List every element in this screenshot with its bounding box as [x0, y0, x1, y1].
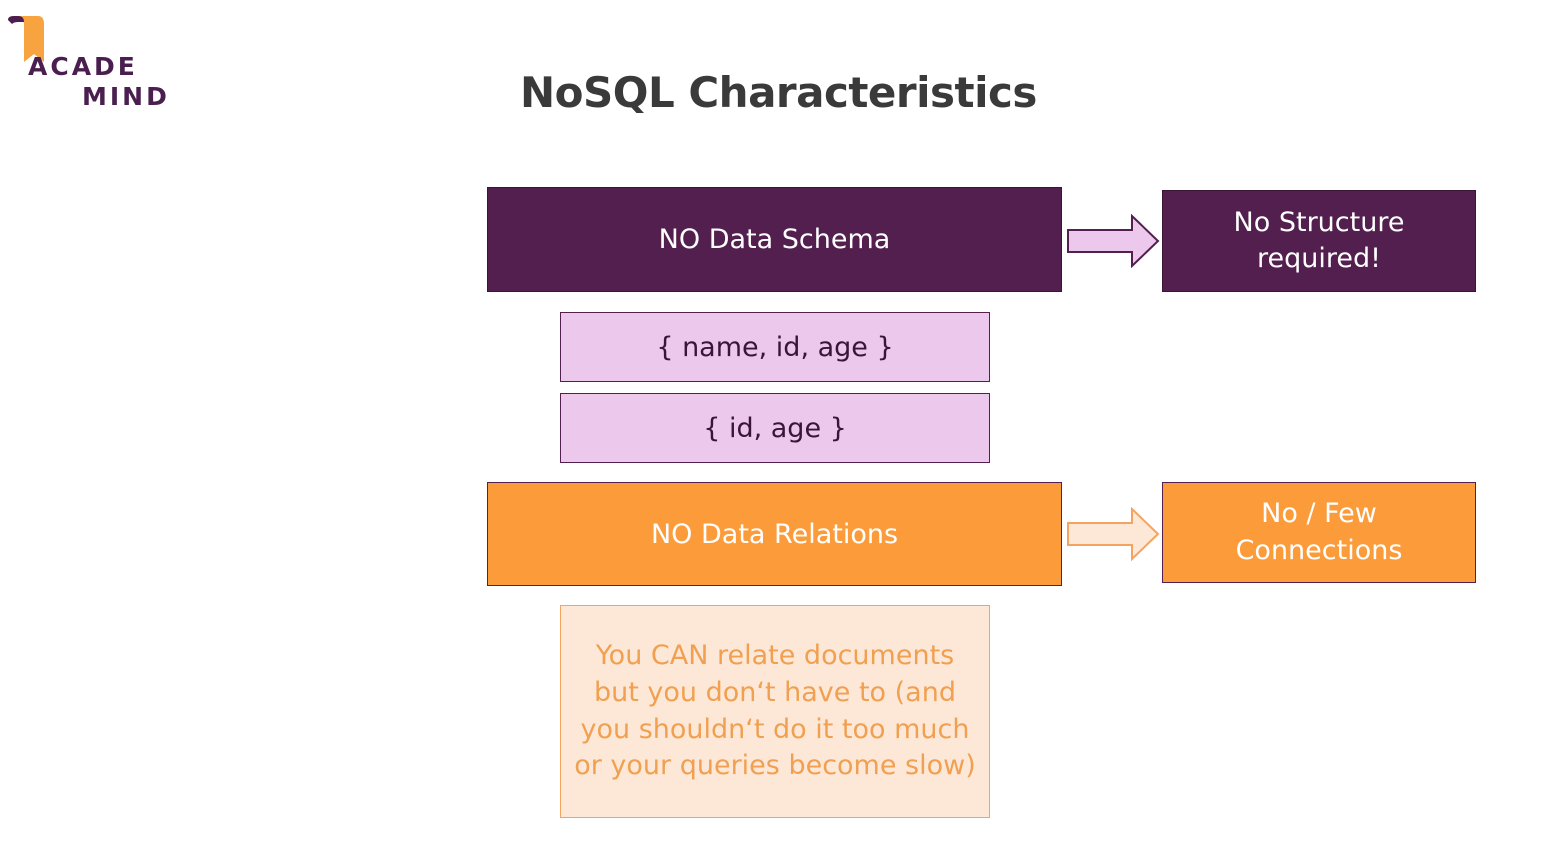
relations-note-box: You CAN relate documents but you don‘t h… — [560, 605, 990, 818]
few-connections-label: No / Few Connections — [1235, 498, 1403, 566]
no-structure-required-box: No Structure required! — [1162, 190, 1476, 292]
no-data-relations-box: NO Data Relations — [487, 482, 1062, 586]
right-arrow-icon — [1067, 214, 1160, 268]
few-connections-box: No / Few Connections — [1162, 482, 1476, 583]
bookmark-scroll-icon — [8, 16, 44, 62]
example-document-1-label: { name, id, age } — [656, 331, 894, 363]
no-structure-required-label: No Structure required! — [1233, 206, 1405, 274]
example-document-2-label: { id, age } — [703, 412, 847, 444]
example-document-2: { id, age } — [560, 393, 990, 463]
no-data-relations-label: NO Data Relations — [650, 518, 899, 550]
logo-text-line2: MIND — [82, 82, 170, 111]
relations-note-text: You CAN relate documents but you don‘t h… — [574, 640, 976, 782]
example-document-1: { name, id, age } — [560, 312, 990, 382]
academind-logo: ACADE MIND — [8, 14, 178, 114]
logo-text-line1: ACADE — [28, 52, 138, 81]
no-data-schema-box: NO Data Schema — [487, 187, 1062, 292]
slide-title: NoSQL Characteristics — [520, 68, 1037, 117]
right-arrow-icon — [1067, 507, 1160, 561]
no-data-schema-label: NO Data Schema — [658, 224, 891, 255]
